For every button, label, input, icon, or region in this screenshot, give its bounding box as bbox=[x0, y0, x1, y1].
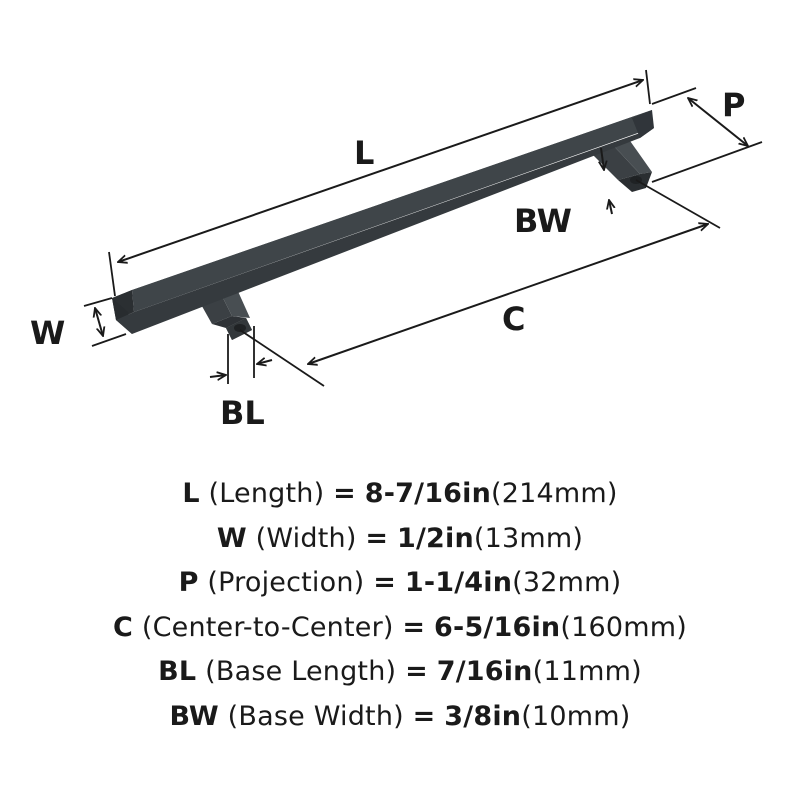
spec-metric: (13mm) bbox=[473, 522, 584, 554]
spec-code: BL bbox=[158, 656, 197, 687]
spec-line-length: L (Length) = 8-7/16in(214mm) bbox=[0, 472, 800, 517]
dimension-base-length: BL bbox=[209, 326, 273, 432]
label-L: L bbox=[354, 134, 374, 172]
dimension-length: L bbox=[108, 69, 651, 297]
spec-name: (Projection) bbox=[207, 567, 365, 598]
spec-equals: = bbox=[333, 478, 356, 509]
spec-imperial: 6-5/16in bbox=[434, 611, 561, 643]
handle-dimension-diagram: L P BW W C BL bbox=[30, 69, 763, 432]
spec-name: (Base Length) bbox=[205, 656, 397, 687]
spec-equals: = bbox=[412, 700, 436, 732]
dimension-spec-list: L (Length) = 8-7/16in(214mm) W (Width) =… bbox=[0, 472, 800, 739]
spec-equals: = bbox=[402, 611, 426, 643]
spec-imperial: 1-1/4in bbox=[404, 567, 513, 598]
spec-metric: (11mm) bbox=[532, 656, 642, 687]
dimension-center-to-center: C bbox=[239, 179, 721, 387]
dimension-projection: P bbox=[651, 86, 763, 183]
spec-name: (Width) bbox=[255, 522, 357, 554]
label-C: C bbox=[502, 300, 525, 338]
handle-bar bbox=[112, 110, 654, 334]
spec-imperial: 7/16in bbox=[436, 656, 533, 687]
spec-line-width: W (Width) = 1/2in(13mm) bbox=[0, 517, 800, 562]
label-BL: BL bbox=[220, 394, 265, 432]
spec-metric: (160mm) bbox=[560, 611, 687, 643]
spec-code: W bbox=[216, 522, 247, 554]
spec-code: L bbox=[182, 478, 200, 509]
spec-line-center-to-center: C (Center-to-Center) = 6-5/16in(160mm) bbox=[0, 606, 800, 651]
spec-metric: (32mm) bbox=[512, 567, 622, 598]
spec-imperial: 3/8in bbox=[444, 700, 522, 732]
dimension-width: W bbox=[30, 297, 127, 352]
spec-metric: (214mm) bbox=[491, 478, 618, 509]
spec-line-projection: P (Projection) = 1-1/4in(32mm) bbox=[0, 561, 800, 606]
spec-name: (Length) bbox=[208, 478, 325, 509]
label-P: P bbox=[722, 86, 745, 124]
spec-equals: = bbox=[373, 567, 397, 598]
spec-metric: (10mm) bbox=[521, 700, 631, 732]
spec-equals: = bbox=[365, 522, 389, 554]
label-BW: BW bbox=[514, 202, 572, 240]
spec-code: P bbox=[178, 567, 199, 598]
spec-name: (Center-to-Center) bbox=[141, 611, 394, 643]
spec-name: (Base Width) bbox=[227, 700, 404, 732]
spec-code: C bbox=[113, 611, 134, 643]
cabinet-pull-handle bbox=[112, 110, 654, 340]
spec-line-base-length: BL (Base Length) = 7/16in(11mm) bbox=[0, 650, 800, 695]
spec-imperial: 8-7/16in bbox=[364, 478, 492, 509]
spec-imperial: 1/2in bbox=[396, 522, 474, 554]
spec-equals: = bbox=[405, 656, 428, 687]
spec-line-base-width: BW (Base Width) = 3/8in(10mm) bbox=[0, 695, 800, 740]
spec-code: BW bbox=[169, 700, 219, 732]
label-W: W bbox=[30, 314, 65, 352]
